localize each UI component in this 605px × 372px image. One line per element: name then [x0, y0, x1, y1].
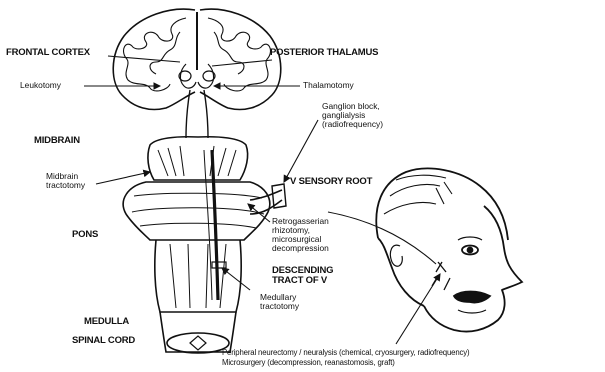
cerebrum-section	[113, 9, 281, 138]
label-pons: PONS	[72, 230, 98, 240]
label-microsurgery: Microsurgery (decompression, reanastomos…	[222, 359, 395, 367]
label-descending-tract: DESCENDING TRACT OF V	[272, 266, 333, 287]
label-leukotomy: Leukotomy	[20, 81, 61, 90]
label-peripheral-neurectomy: Peripheral neurectomy / neuralysis (chem…	[222, 349, 469, 357]
label-posterior-thalamus: POSTERIOR THALAMUS	[270, 48, 378, 58]
brainstem	[123, 137, 286, 353]
label-frontal-cortex: FRONTAL CORTEX	[6, 48, 90, 58]
label-medulla: MEDULLA	[84, 317, 129, 327]
label-midbrain: MIDBRAIN	[34, 136, 80, 146]
label-ganglion-block: Ganglion block, ganglialysis (radiofrequ…	[322, 102, 383, 129]
label-retrogasserian-rhizotomy: Retrogasserian rhizotomy, microsurgical …	[272, 217, 329, 253]
label-spinal-cord: SPINAL CORD	[72, 336, 135, 346]
label-medullary-tractotomy: Medullary tractotomy	[260, 293, 299, 311]
label-midbrain-tractotomy: Midbrain tractotomy	[46, 172, 85, 190]
label-v-sensory-root: V SENSORY ROOT	[290, 177, 372, 187]
face-profile	[376, 168, 522, 331]
label-thalamotomy: Thalamotomy	[303, 81, 354, 90]
